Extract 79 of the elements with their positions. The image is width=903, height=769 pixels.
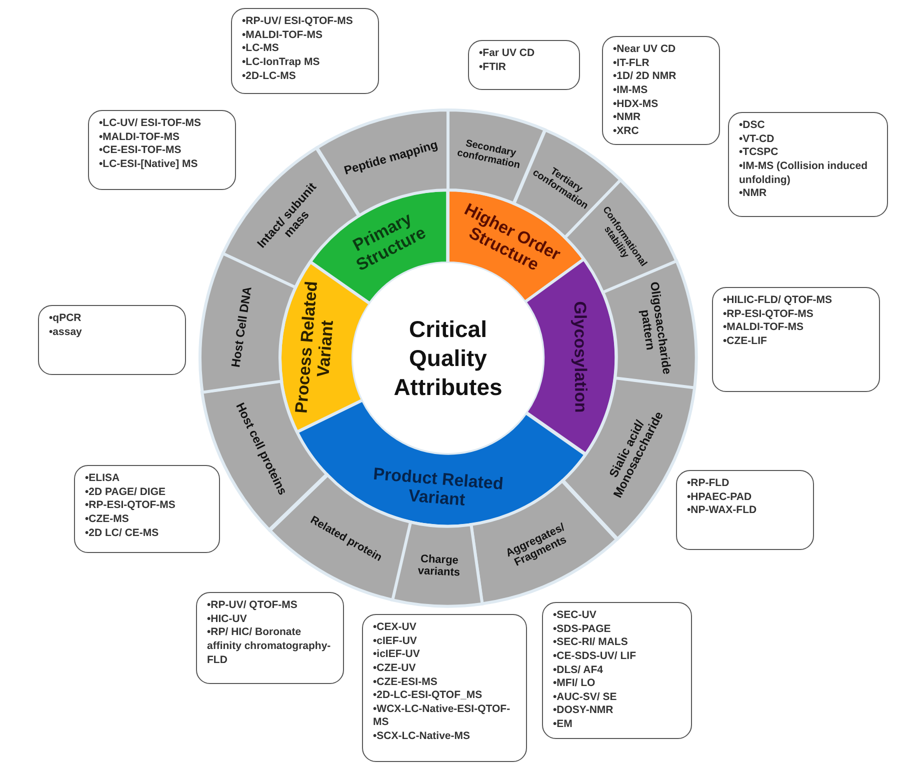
method-item: •CEX-UV xyxy=(373,621,418,635)
method-item: •CE-SDS-UV/ LIF xyxy=(553,650,638,664)
method-item: •2D PAGE/ DIGE xyxy=(85,486,166,500)
method-item: •CZE-MS xyxy=(85,512,130,527)
method-item: •WCX-LC-Native-ESI-QTOF-MS xyxy=(373,702,512,730)
segment-label: Peptide mapping xyxy=(341,136,440,180)
method-list-box xyxy=(468,40,580,90)
method-item: •HILIC-FLD/ QTOF-MS xyxy=(723,294,834,308)
method-item: •RP-UV/ ESI-QTOF-MS xyxy=(242,15,354,29)
method-item: •AUC-SV/ SE xyxy=(553,690,618,704)
method-item: •SDS-PAGE xyxy=(553,622,612,636)
method-list-box xyxy=(728,112,888,217)
method-item: •Near UV CD xyxy=(613,43,677,57)
method-item: •cIEF-UV xyxy=(373,634,418,648)
method-item: •CZE-ESI-MS xyxy=(373,676,438,690)
method-item: •DOSY-NMR xyxy=(553,704,614,718)
segment-label: Host Cell DNA xyxy=(228,284,256,370)
center-title: Critical Quality Attributes xyxy=(392,314,504,402)
method-item: •NMR xyxy=(613,111,642,125)
method-list-box xyxy=(676,470,814,550)
segment-label: Glycosylation xyxy=(570,300,590,415)
method-list-box xyxy=(362,614,527,762)
method-item: •2D-LC-MS xyxy=(242,70,297,84)
method-item: •EM xyxy=(553,718,574,732)
method-item: •RP-UV/ QTOF-MS xyxy=(207,599,298,613)
method-item: •icIEF-UV xyxy=(373,648,421,662)
ring-segment xyxy=(200,253,296,392)
method-item: •LC-UV/ ESI-TOF-MS xyxy=(99,117,202,131)
method-item: •HDX-MS xyxy=(613,98,660,112)
method-item: •DSC xyxy=(739,119,766,133)
method-item: •2D-LC-ESI-QTOF_MS xyxy=(373,689,484,703)
segment-label: Charge variants xyxy=(416,552,461,580)
method-item: •LC-ESI-[Native] MS xyxy=(99,158,199,172)
method-item: •TCSPC xyxy=(739,146,780,160)
method-list-box xyxy=(542,602,692,739)
method-item: •CZE-LIF xyxy=(723,334,768,349)
method-list-box xyxy=(88,110,236,190)
method-item: •IM-MS (Collision induced unfolding) xyxy=(739,160,869,188)
method-list-box xyxy=(231,8,379,94)
method-item: •assay xyxy=(49,326,83,340)
method-item: •IM-MS xyxy=(613,84,649,98)
method-item: •RP/ HIC/ Boronate affinity chromatography-FLD xyxy=(207,626,332,668)
method-item: •SCX-LC-Native-MS xyxy=(373,730,472,744)
method-item: •IT-FLR xyxy=(613,56,650,70)
method-item: •LC-IonTrap MS xyxy=(242,56,321,70)
method-item: •NP-WAX-FLD xyxy=(687,504,758,518)
method-item: •SEC-UV xyxy=(553,609,598,623)
segment-label: Product Related Variant xyxy=(372,465,506,512)
method-item: •MALDI-TOF-MS xyxy=(242,28,324,42)
method-item: •RP-ESI-QTOF-MS xyxy=(723,308,814,322)
method-item: •qPCR xyxy=(49,312,82,326)
method-item: •NMR xyxy=(739,187,768,201)
method-list-box xyxy=(74,465,220,553)
method-item: •RP-ESI-QTOF-MS xyxy=(85,499,176,513)
method-item: •VT-CD xyxy=(739,132,776,146)
segment-label: Process Related Variant xyxy=(293,280,338,416)
method-item: •LC-MS xyxy=(242,42,280,56)
method-list-box xyxy=(38,305,186,375)
method-item: •HPAEC-PAD xyxy=(687,490,753,504)
method-list-box xyxy=(712,287,880,392)
method-item: •FTIR xyxy=(479,60,508,74)
method-item: •DLS/ AF4 xyxy=(553,664,604,678)
method-item: •1D/ 2D NMR xyxy=(613,70,678,84)
method-item: •CE-ESI-TOF-MS xyxy=(99,144,182,158)
method-list-box xyxy=(196,592,344,684)
ring-segment xyxy=(392,522,482,606)
method-item: •SEC-RI/ MALS xyxy=(553,636,629,650)
method-item: •CZE-UV xyxy=(373,662,417,676)
method-item: •HIC-UV xyxy=(207,612,248,626)
method-item: •MALDI-TOF-MS xyxy=(723,321,804,335)
method-item: •RP-FLD xyxy=(687,477,730,491)
ring-segment xyxy=(316,110,448,216)
method-item: •2D LC/ CE-MS xyxy=(85,526,160,540)
method-item: •ELISA xyxy=(85,472,121,486)
method-item: •MALDI-TOF-MS xyxy=(99,130,180,144)
method-item: •Far UV CD xyxy=(479,47,536,61)
method-item: •XRC xyxy=(613,124,640,138)
method-item: •MFI/ LO xyxy=(553,677,596,691)
method-list-box xyxy=(602,36,720,146)
